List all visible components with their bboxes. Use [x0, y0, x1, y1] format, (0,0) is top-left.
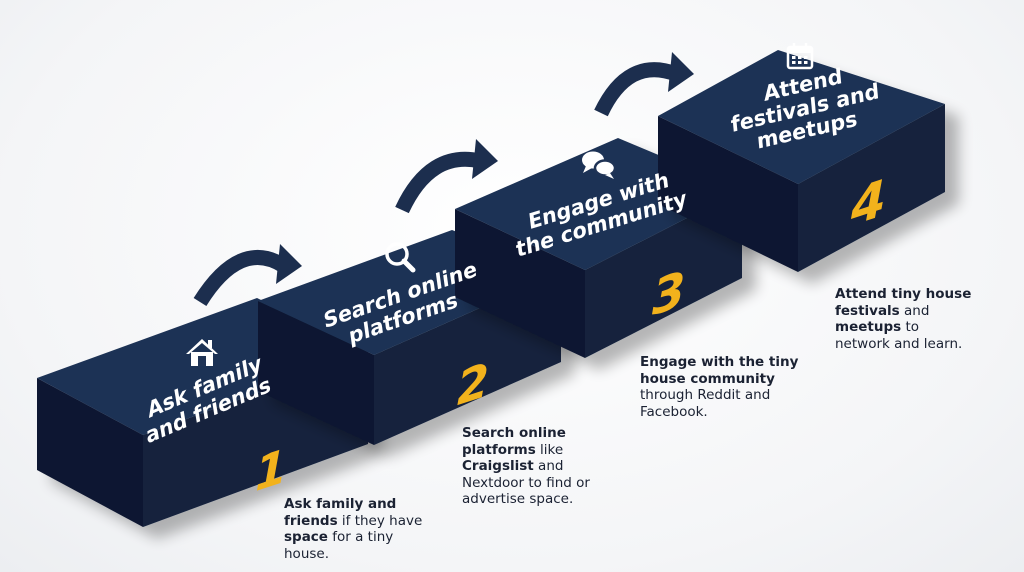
description-bold-text: space	[284, 529, 328, 545]
description-line: advertise space.	[462, 491, 590, 508]
description-text: to	[901, 319, 920, 335]
description-bold-text: friends	[284, 512, 338, 529]
home-icon	[186, 339, 218, 366]
step-number-3: 3	[651, 260, 685, 328]
description-line: platforms like	[462, 442, 590, 459]
step-block-4	[658, 50, 945, 272]
description-line: network and learn.	[835, 336, 971, 353]
flow-arrow-3	[594, 52, 694, 117]
description-text: and	[899, 302, 930, 319]
description-bold-text: Search online	[462, 425, 566, 441]
description-text: network and learn.	[835, 335, 963, 352]
description-line: Craigslist and	[462, 458, 590, 475]
description-text: through Reddit and	[640, 387, 771, 403]
chat-bubbles-icon	[582, 151, 617, 179]
search-icon	[385, 242, 416, 273]
description-line: Nextdoor to find or	[462, 475, 590, 492]
description-line: Ask family and	[284, 496, 422, 513]
description-text: advertise space.	[462, 491, 574, 507]
description-bold-text: Engage with the tiny	[640, 354, 799, 370]
step-number-4: 4	[850, 168, 886, 238]
description-line: space for a tiny	[284, 529, 422, 546]
block-left-face	[258, 301, 374, 445]
description-text: if they have	[337, 512, 423, 529]
description-line: friends if they have	[284, 513, 422, 530]
description-line: meetups to	[835, 319, 971, 336]
description-line: house community	[640, 371, 798, 388]
description-text: Nextdoor to find or	[462, 474, 590, 491]
calendar-icon	[786, 43, 814, 70]
block-left-face	[37, 378, 143, 527]
flow-arrow-2	[395, 139, 498, 214]
step-number-2: 2	[457, 351, 490, 417]
description-text: like	[535, 441, 564, 458]
flow-arrow-1	[193, 244, 302, 307]
description-bold-text: festivals	[835, 302, 900, 319]
description-text: and	[533, 458, 564, 474]
description-line: through Reddit and	[640, 387, 798, 404]
block-top-face	[658, 50, 945, 184]
description-line: house.	[284, 546, 422, 563]
description-bold-text: Ask family and	[284, 496, 397, 512]
description-bold-text: Craigslist	[462, 458, 534, 474]
block-left-face	[455, 209, 585, 358]
description-line: Engage with the tiny	[640, 354, 798, 371]
description-bold-text: Attend tiny house	[835, 286, 972, 302]
block-left-face	[658, 116, 798, 272]
step-number-1: 1	[255, 437, 288, 503]
description-text: for a tiny	[327, 529, 394, 545]
description-bold-text: house community	[640, 370, 775, 387]
description-line: Search online	[462, 425, 590, 442]
description-bold-text: platforms	[462, 441, 536, 458]
block-front-face	[585, 190, 742, 358]
block-front-face	[798, 104, 945, 272]
description-text: house.	[284, 545, 330, 562]
description-bold-text: meetups	[835, 319, 902, 335]
description-text: Facebook.	[640, 403, 708, 420]
description-line: Attend tiny house	[835, 286, 971, 303]
description-line: festivals and	[835, 303, 971, 320]
description-line: Facebook.	[640, 404, 798, 421]
